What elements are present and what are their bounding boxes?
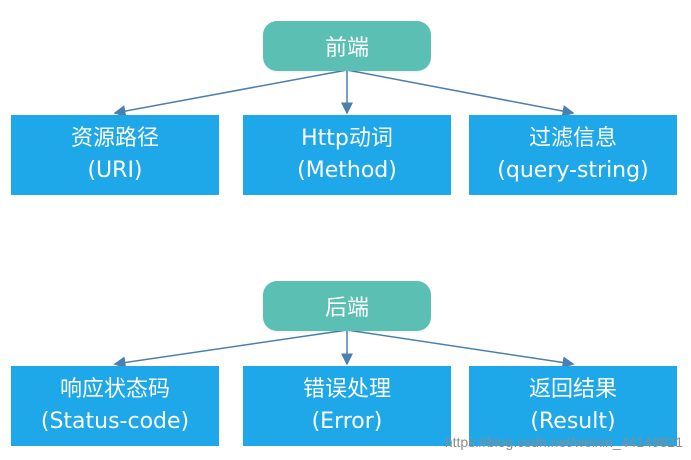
frontend-child-query-string: 过滤信息 (query-string) — [469, 115, 677, 195]
frontend-child-uri: 资源路径 (URI) — [11, 115, 219, 195]
child-subtitle: (Result) — [530, 409, 616, 434]
child-title: Http动词 — [301, 126, 393, 151]
child-title: 错误处理 — [302, 377, 391, 402]
child-subtitle: (query-string) — [497, 158, 649, 183]
backend-child-status-code: 响应状态码 (Status-code) — [11, 366, 219, 446]
watermark-url: https://blog.csdn.net/weixin_44149821 — [444, 434, 683, 450]
child-subtitle: (Error) — [311, 409, 383, 434]
child-subtitle: (Status-code) — [40, 409, 190, 434]
connector-arrow — [346, 329, 575, 369]
frontend-child-method: Http动词 (Method) — [243, 115, 451, 195]
frontend-root-node: 前端 — [263, 21, 431, 71]
child-subtitle: (URI) — [87, 158, 143, 183]
child-title: 响应状态码 — [59, 377, 170, 402]
child-title: 资源路径 — [70, 126, 159, 151]
child-title: 返回结果 — [528, 377, 617, 402]
frontend-root-label: 前端 — [324, 36, 369, 61]
backend-child-result: 返回结果 (Result) — [469, 366, 677, 446]
backend-root-node: 后端 — [263, 281, 431, 331]
child-subtitle: (Method) — [297, 158, 397, 183]
connector-arrow — [346, 69, 575, 117]
child-title: 过滤信息 — [528, 126, 617, 151]
connector-arrow — [113, 329, 348, 369]
backend-root-label: 后端 — [324, 296, 369, 321]
connector-arrow — [113, 69, 348, 117]
backend-child-error: 错误处理 (Error) — [243, 366, 451, 446]
